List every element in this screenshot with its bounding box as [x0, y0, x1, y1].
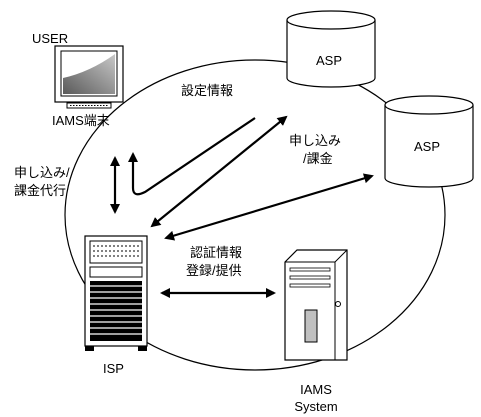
auth-info-label-line2: 登録/提供 — [186, 263, 242, 278]
arrow-settings-info — [128, 117, 256, 196]
iams-system-label-line2: System — [294, 399, 338, 414]
iams-system-label-line1: IAMS — [300, 382, 332, 397]
asp-top-label: ASP — [316, 53, 343, 68]
apply-billing-proxy-label-line2: 課金代行 — [14, 183, 67, 198]
apply-billing-proxy-label-line1: 申し込み/ — [14, 165, 70, 180]
settings-info-label: 設定情報 — [181, 83, 234, 98]
user-label: USER — [32, 31, 69, 46]
network-ring — [64, 59, 446, 371]
user-terminal-monitor — [54, 45, 124, 109]
arrow-isp-asp-top — [150, 115, 288, 228]
isp-server-tower — [84, 235, 148, 351]
asp-top-cylinder — [286, 10, 376, 88]
asp-right-cylinder — [384, 95, 474, 188]
terminal-label: IAMS端末 — [52, 113, 110, 128]
iams-system-server — [284, 249, 348, 361]
asp-right-label: ASP — [414, 139, 441, 154]
apply-billing-label-line1: 申し込み — [289, 133, 342, 148]
apply-billing-label-line2: /課金 — [303, 151, 333, 166]
auth-info-label-line1: 認証情報 — [190, 245, 243, 260]
monitor-screen-graphic — [63, 54, 115, 94]
isp-label: ISP — [103, 361, 124, 376]
arrow-isp-asp-right — [164, 173, 374, 241]
